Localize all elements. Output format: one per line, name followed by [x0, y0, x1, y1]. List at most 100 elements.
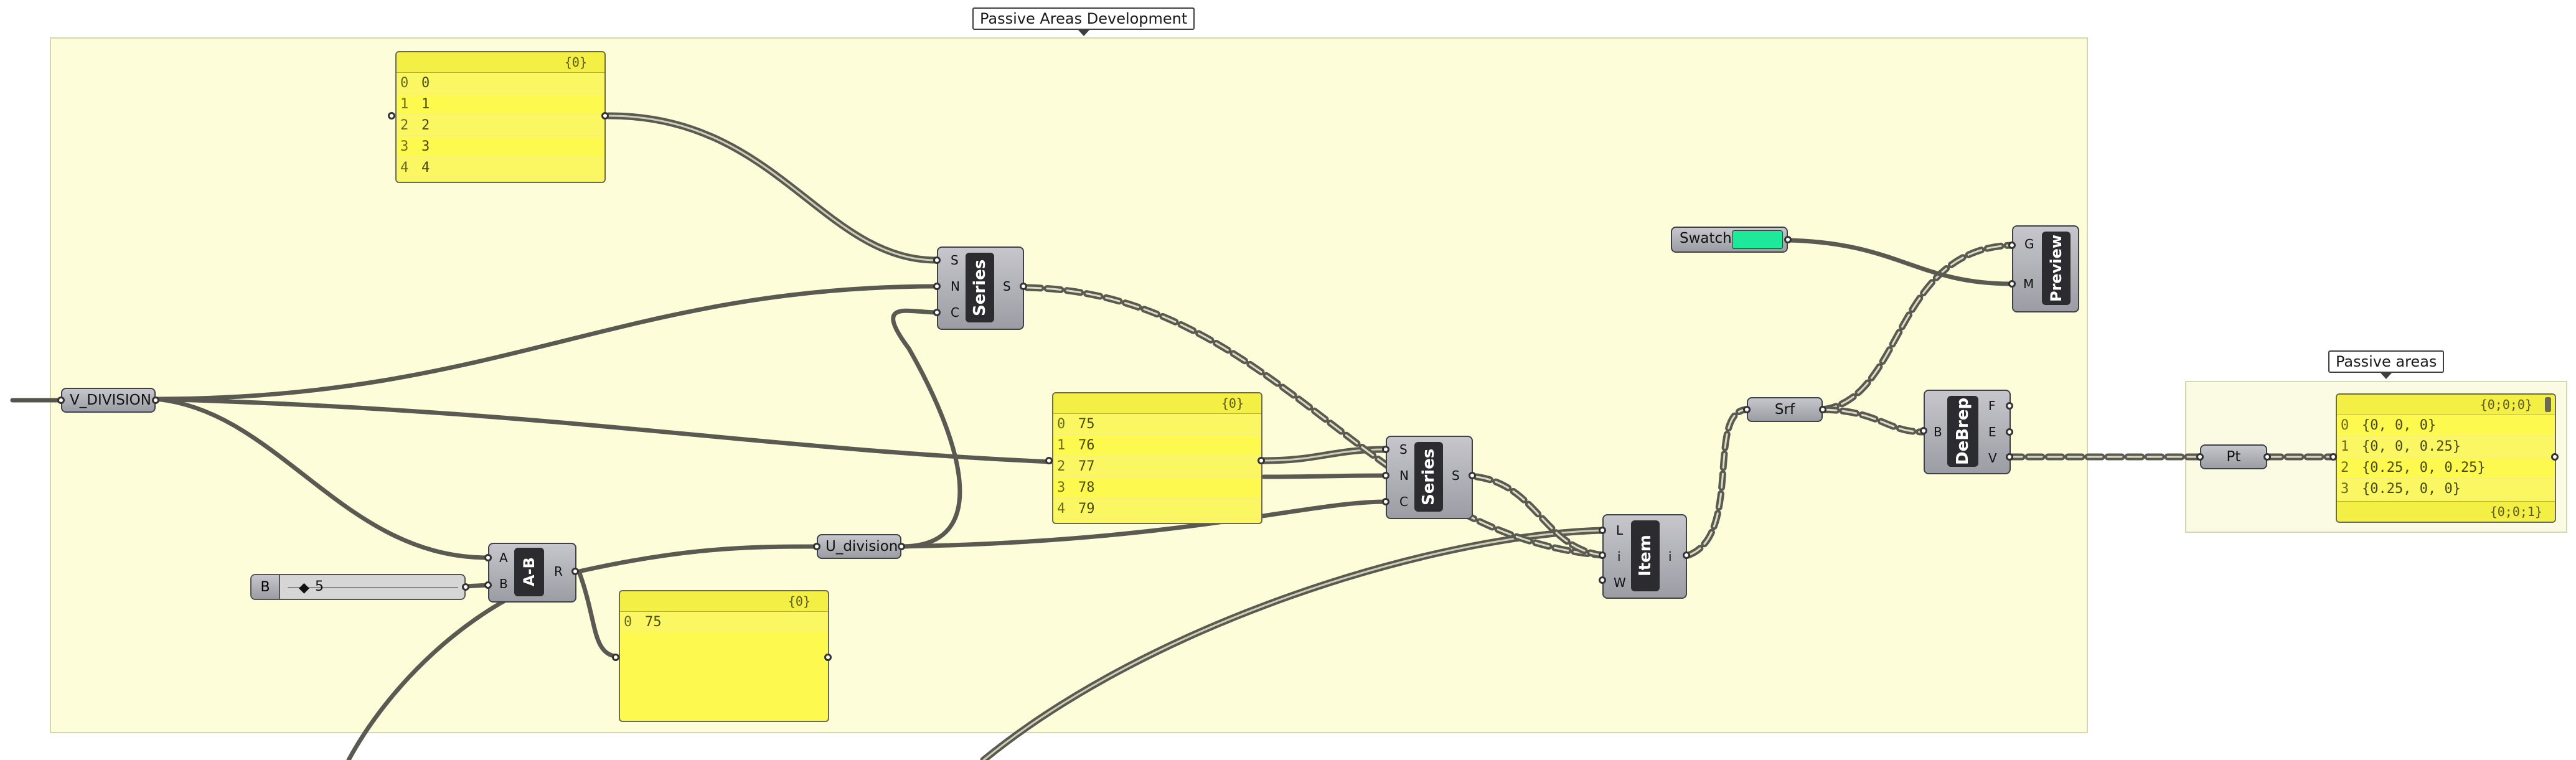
param-v-division[interactable]: V_DIVISION	[61, 388, 156, 413]
component-preview[interactable]: G M Preview	[2012, 225, 2079, 312]
color-swatch-fill[interactable]	[1732, 230, 1783, 249]
panel-top-header: {0}	[397, 52, 604, 73]
list-item-in-l-port[interactable]	[1599, 527, 1606, 534]
param-srf-out-port[interactable]	[1819, 406, 1826, 413]
list-item-out-i-port[interactable]	[1683, 551, 1690, 559]
number-slider-out-port[interactable]	[462, 583, 469, 591]
list-item-in-i-port[interactable]	[1599, 551, 1606, 559]
param-pt-in-port[interactable]	[2196, 453, 2204, 461]
param-u-division[interactable]: U_division	[817, 534, 901, 559]
component-debrep[interactable]: B DeBrep F E V	[1924, 390, 2011, 474]
list-item-input-l: L	[1616, 523, 1624, 538]
panel-output-input-port[interactable]	[2329, 453, 2337, 461]
preview-input-m: M	[2023, 276, 2034, 291]
debrep-output-v: V	[1988, 451, 1997, 466]
panel-bottom-header: {0}	[620, 591, 828, 612]
component-series-2[interactable]: S N C Series S	[1386, 436, 1473, 519]
panel-bottom-input-port[interactable]	[612, 654, 619, 661]
param-u-division-in-port[interactable]	[813, 543, 820, 550]
preview-input-g: G	[2024, 237, 2034, 251]
panel-mid-input-port[interactable]	[1045, 457, 1053, 464]
preview-title: Preview	[2042, 232, 2071, 305]
subtraction-output-r: R	[554, 564, 563, 579]
subtraction-in-b-port[interactable]	[484, 581, 492, 589]
panel-row: 0{0, 0, 0}	[2337, 415, 2555, 436]
panel-output[interactable]: {0;0;0} 0{0, 0, 0} 1{0, 0, 0.25} 2{0.25,…	[2336, 393, 2556, 523]
number-slider-knob[interactable]: ◆	[299, 580, 309, 596]
series-2-in-c-port[interactable]	[1382, 498, 1389, 505]
panel-bottom-output-port[interactable]	[824, 654, 832, 661]
panel-row: 2{0.25, 0, 0.25}	[2337, 457, 2555, 479]
group-title-passive-areas-development[interactable]: Passive Areas Development	[972, 7, 1195, 36]
param-v-division-label: V_DIVISION	[70, 392, 151, 408]
series-2-in-s-port[interactable]	[1382, 446, 1389, 453]
panel-row: 3{0.25, 0, 0}	[2337, 479, 2555, 500]
debrep-output-e: E	[1988, 425, 1996, 439]
debrep-out-v-port[interactable]	[2006, 453, 2013, 461]
series-2-output-s: S	[1452, 468, 1460, 483]
debrep-out-f-port[interactable]	[2006, 402, 2013, 410]
param-srf-label: Srf	[1774, 401, 1795, 418]
number-slider-value: 5	[315, 579, 324, 594]
panel-top-output-port[interactable]	[601, 112, 609, 120]
component-list-item[interactable]: L i W Item i	[1602, 514, 1687, 599]
series-1-in-n-port[interactable]	[933, 283, 941, 290]
series-1-output-s: S	[1003, 279, 1011, 294]
series-2-input-c: C	[1399, 494, 1408, 509]
number-slider-label: B	[251, 575, 280, 599]
panel-top-input-port[interactable]	[388, 112, 395, 120]
component-subtraction[interactable]: A B A-B R	[488, 543, 576, 603]
color-swatch-label: Swatch	[1680, 230, 1732, 246]
preview-in-g-port[interactable]	[2008, 242, 2016, 249]
preview-in-m-port[interactable]	[2008, 280, 2016, 288]
group-title-passive-areas[interactable]: Passive areas	[2328, 350, 2445, 379]
color-swatch[interactable]: Swatch	[1671, 227, 1788, 253]
number-slider-track[interactable]	[288, 587, 458, 588]
component-series-1[interactable]: S N C Series S	[937, 246, 1024, 330]
subtraction-input-b: B	[499, 576, 508, 591]
debrep-title: DeBrep	[1947, 396, 1978, 467]
list-item-output-i: i	[1668, 549, 1672, 564]
subtraction-out-r-port[interactable]	[571, 568, 579, 575]
param-u-division-out-port[interactable]	[898, 543, 905, 550]
series-1-title: Series	[966, 253, 994, 322]
param-u-division-label: U_division	[825, 538, 898, 555]
series-1-out-s-port[interactable]	[1020, 283, 1027, 290]
group-passive-areas-development[interactable]	[50, 37, 2088, 733]
subtraction-title: A-B	[514, 548, 544, 596]
color-swatch-out-port[interactable]	[1784, 236, 1792, 243]
list-item-input-w: W	[1614, 575, 1626, 590]
debrep-in-b-port[interactable]	[1920, 427, 1927, 434]
param-v-division-in-port[interactable]	[57, 396, 65, 404]
param-srf-in-port[interactable]	[1743, 406, 1751, 413]
series-2-in-n-port[interactable]	[1382, 472, 1389, 479]
list-item-in-w-port[interactable]	[1599, 576, 1606, 584]
panel-output-scrollbar[interactable]	[2545, 397, 2551, 412]
param-pt[interactable]: Pt	[2200, 444, 2267, 469]
subtraction-in-a-port[interactable]	[484, 554, 492, 561]
debrep-out-e-port[interactable]	[2006, 428, 2013, 436]
param-srf[interactable]: Srf	[1747, 397, 1823, 422]
series-2-out-s-port[interactable]	[1469, 472, 1476, 479]
series-2-input-s: S	[1399, 442, 1408, 457]
series-1-in-s-port[interactable]	[933, 256, 941, 264]
panel-mid-output-port[interactable]	[1257, 457, 1265, 464]
series-1-in-c-port[interactable]	[933, 309, 941, 316]
param-pt-out-port[interactable]	[2263, 453, 2271, 461]
number-slider[interactable]: B ◆ 5	[250, 574, 466, 600]
panel-output-output-port[interactable]	[2551, 453, 2559, 461]
param-v-division-out-port[interactable]	[152, 396, 159, 404]
panel-output-footer: {0;0;1}	[2337, 501, 2555, 522]
